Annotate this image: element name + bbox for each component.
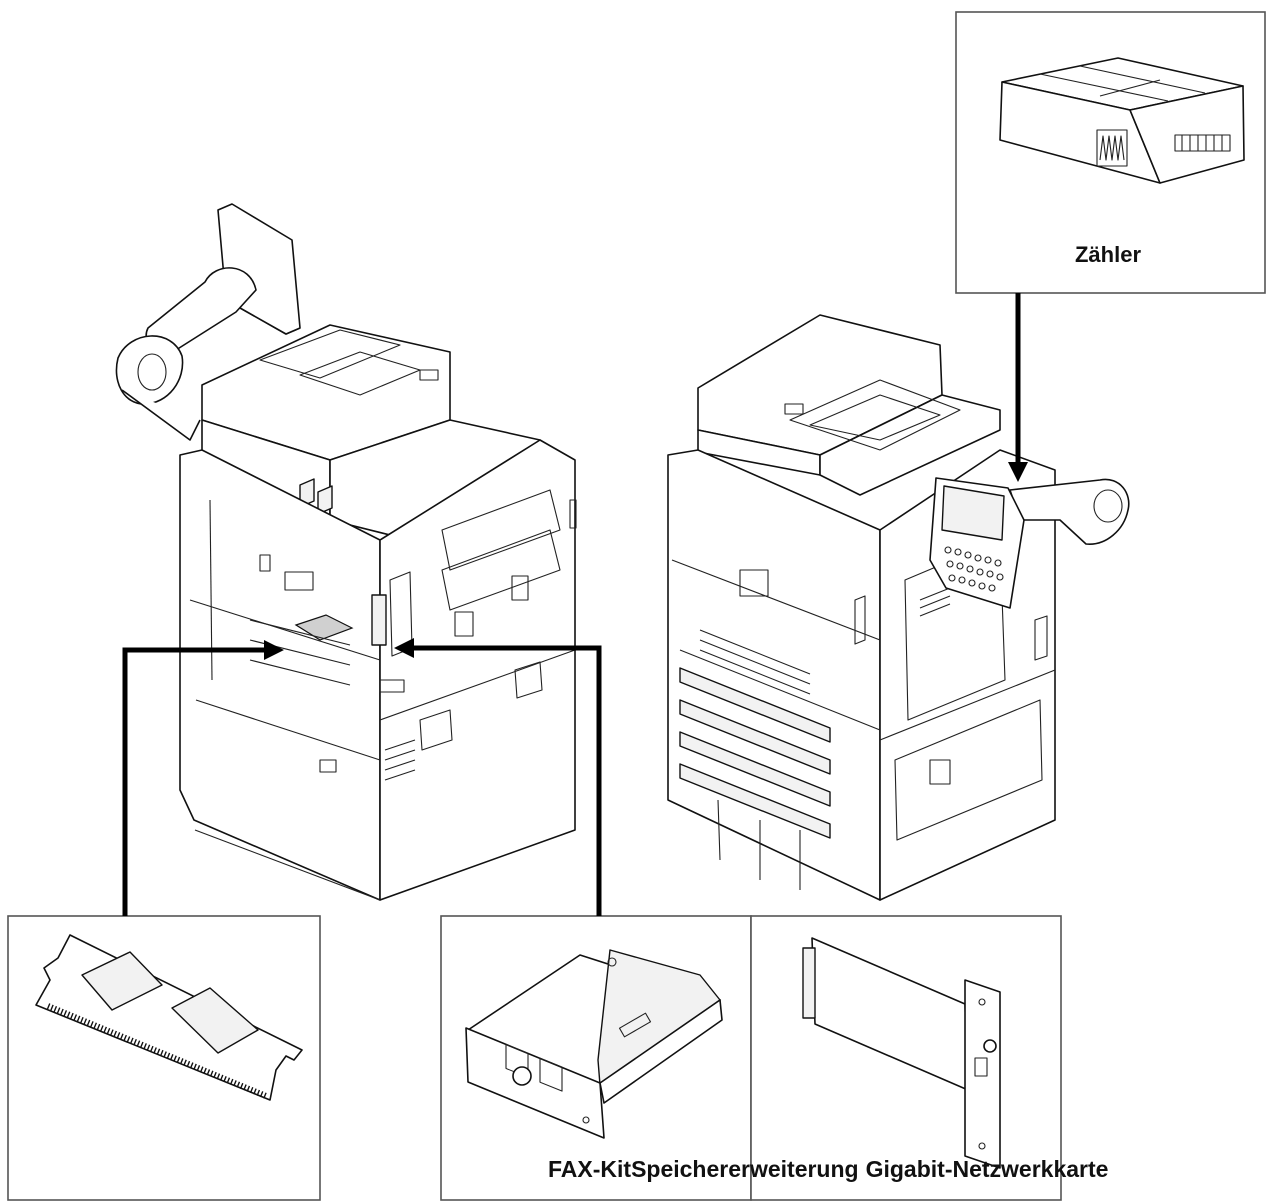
memory-panel: [8, 916, 320, 1200]
memory-expansion-label: Speichererweiterung: [631, 1156, 859, 1182]
gigabit-card-label: Gigabit-Netzwerkkarte: [866, 1156, 1109, 1182]
bottom-labels-line: FAX-KitSpeichererweiterung Gigabit-Netzwe…: [548, 1156, 1108, 1182]
counter-label: Zähler: [1075, 242, 1141, 267]
fax-kit-label: FAX-Kit: [548, 1156, 631, 1182]
printer-rear-view-icon: [116, 204, 576, 900]
counter-panel: Zähler: [956, 12, 1265, 293]
printer-front-view-icon: [668, 315, 1129, 900]
